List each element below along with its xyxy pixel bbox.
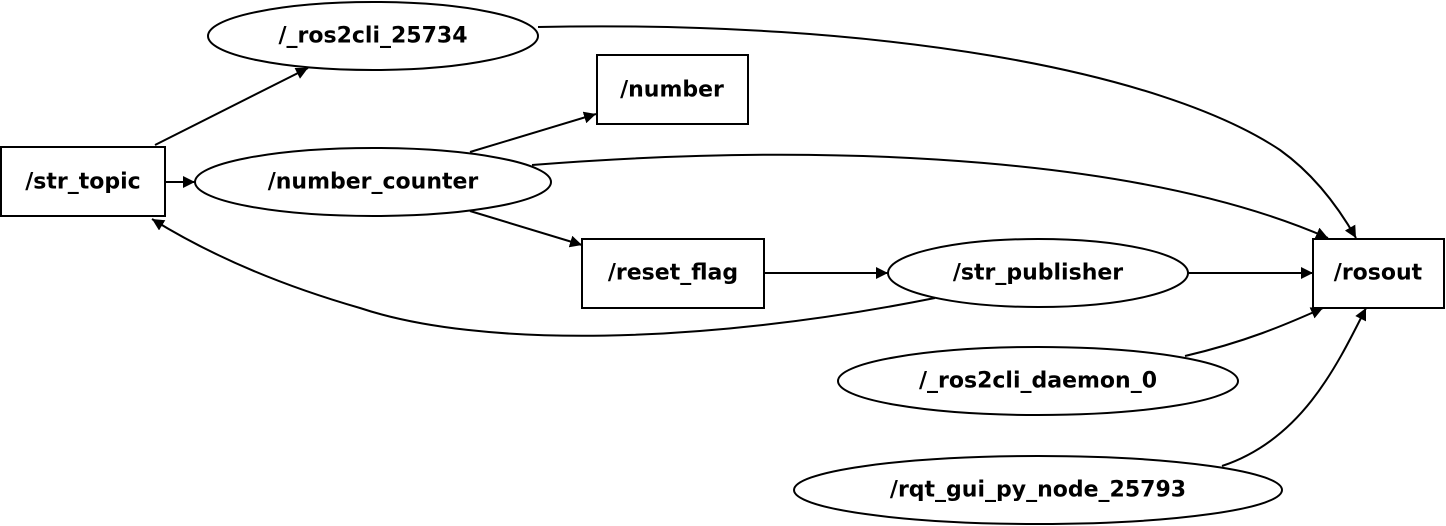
edge-ros2cli-25734-to-rosout (537, 25, 1357, 239)
node-ellipse (887, 238, 1189, 308)
edges-layer (151, 25, 1367, 467)
node-label: /number_counter (268, 170, 479, 195)
edge-ros2cli-daemon-0-to-rosout (1184, 307, 1324, 357)
topic-rosout[interactable]: /rosout (1312, 238, 1445, 309)
node-label: /_ros2cli_daemon_0 (919, 369, 1157, 394)
node-label: /rqt_gui_py_node_25793 (890, 478, 1186, 503)
topic-str-topic[interactable]: /str_topic (0, 146, 166, 217)
node-ellipse (793, 455, 1283, 525)
topic-label: /number (620, 78, 724, 103)
node-label: /str_publisher (953, 261, 1123, 286)
edge-number-counter-to-reset-flag (469, 210, 583, 248)
edge-str-topic-to-ros2cli-25734 (154, 67, 309, 146)
topic-box (1312, 238, 1445, 309)
edge-number-counter-to-rosout (531, 153, 1329, 239)
topic-reset-flag[interactable]: /reset_flag (581, 238, 765, 309)
node-ellipse (837, 346, 1239, 416)
topic-label: /str_topic (25, 170, 140, 195)
node-ellipse (194, 147, 552, 217)
edge-rqt-gui-py-node-25793-to-rosout (1221, 307, 1367, 467)
topic-label: /rosout (1334, 261, 1423, 286)
edge-number-counter-to-number (469, 111, 597, 153)
topic-box (0, 146, 166, 217)
node-rqt-gui-py-node-25793[interactable]: /rqt_gui_py_node_25793 (793, 455, 1283, 525)
topic-box (596, 54, 749, 125)
node-ellipse (207, 1, 539, 71)
node-ros2cli-25734[interactable]: /_ros2cli_25734 (207, 1, 539, 71)
topic-label: /reset_flag (608, 261, 738, 286)
node-str-publisher[interactable]: /str_publisher (887, 238, 1189, 308)
node-ros2cli-daemon-0[interactable]: /_ros2cli_daemon_0 (837, 346, 1239, 416)
node-label: /_ros2cli_25734 (278, 24, 467, 49)
topic-number[interactable]: /number (596, 54, 749, 125)
edge-str-publisher-to-str-topic (151, 218, 936, 337)
node-number-counter[interactable]: /number_counter (194, 147, 552, 217)
topic-box (581, 238, 765, 309)
